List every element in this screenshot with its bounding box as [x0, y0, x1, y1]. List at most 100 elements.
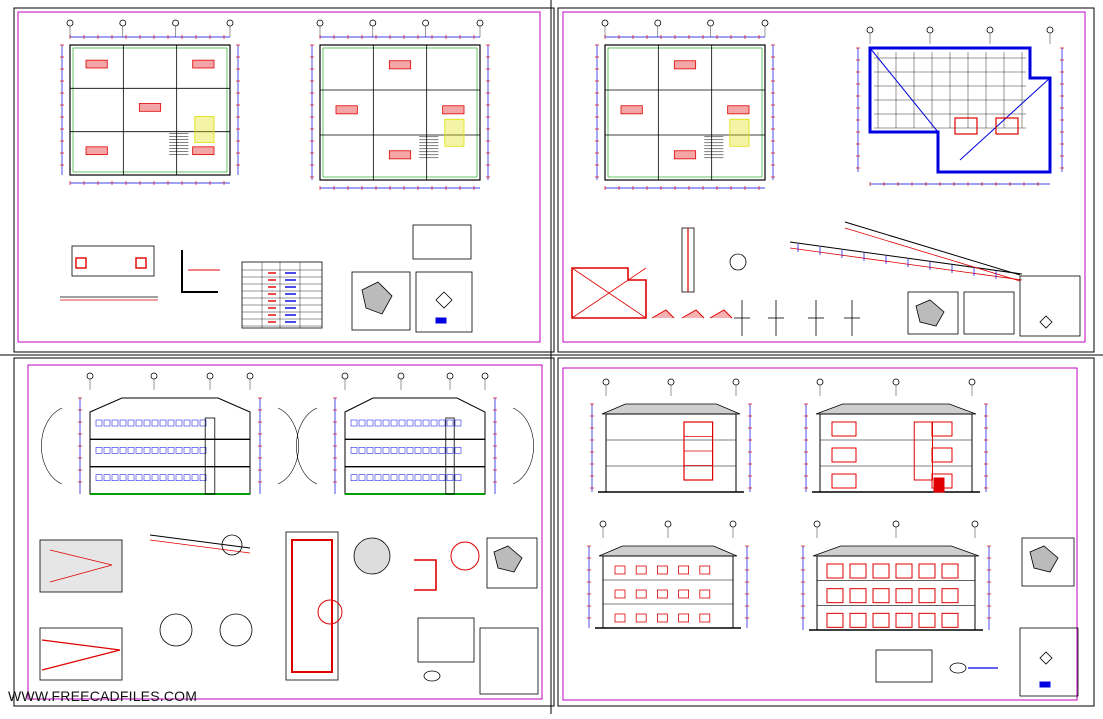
window-grid [390, 474, 398, 481]
connection-detail [709, 309, 733, 319]
stair-section [291, 539, 333, 673]
window-grid [398, 419, 406, 427]
symbol [423, 670, 441, 682]
furniture-block [727, 105, 750, 115]
window [941, 563, 959, 579]
grid-bubble [316, 19, 324, 27]
window-grid [430, 447, 438, 454]
location-map-shape [915, 299, 945, 327]
window [895, 563, 913, 579]
window-grid [358, 419, 366, 427]
detail-circle [219, 613, 253, 647]
window-grid [135, 419, 143, 427]
grid-bubble [986, 26, 994, 34]
window-grid [438, 419, 446, 427]
window-grid [127, 447, 135, 454]
window [657, 589, 668, 599]
detail-circle [317, 599, 343, 625]
window-grid [183, 447, 191, 454]
window [635, 613, 647, 623]
window-grid [111, 447, 119, 454]
grid-bubble [654, 19, 662, 27]
legend-box [1019, 275, 1081, 337]
window-grid [350, 474, 358, 481]
window [699, 589, 711, 599]
grid-bubble [664, 520, 672, 528]
window-grid [143, 419, 151, 427]
window-grid [406, 474, 414, 481]
toilet-area [729, 118, 750, 147]
window-grid [119, 474, 127, 481]
legend-box [1019, 627, 1079, 697]
window-grid [374, 419, 382, 427]
window [849, 588, 867, 604]
section-outline [89, 397, 251, 495]
detail-circle [221, 534, 243, 556]
window-grid [422, 447, 430, 454]
sheet-frame [557, 7, 1095, 353]
grid-bubble [397, 372, 405, 380]
location-map-shape [361, 281, 393, 315]
window [831, 421, 857, 437]
window [931, 421, 953, 437]
sheet-border [17, 11, 541, 343]
grid-bubble [667, 378, 675, 386]
connection-detail [681, 309, 705, 319]
window-grid [406, 419, 414, 427]
detail-corner [181, 250, 218, 293]
schedule-table [241, 261, 323, 329]
sheet-border [562, 11, 1086, 343]
plan-outline [319, 44, 481, 181]
grid-bubble [601, 19, 609, 27]
grid-bubble [892, 520, 900, 528]
window-grid [159, 474, 167, 481]
floor-plan [310, 19, 490, 190]
roof-elevation [812, 545, 980, 557]
window [872, 612, 890, 628]
notes-box [875, 649, 933, 683]
legend-box [415, 271, 473, 333]
window-grid [103, 419, 111, 427]
window-grid [143, 447, 151, 454]
window [941, 588, 959, 604]
window-grid [454, 419, 462, 427]
window-grid [390, 419, 398, 427]
furniture-block [192, 146, 215, 156]
window [895, 612, 913, 628]
window-grid [446, 474, 454, 481]
grid-bubble [813, 520, 821, 528]
window-grid [414, 419, 422, 427]
window-grid [167, 474, 175, 481]
detail-circle [159, 613, 193, 647]
beam-detail [149, 534, 251, 549]
furniture-block [335, 105, 358, 115]
window-grid [119, 447, 127, 454]
plan-wall-inner [72, 47, 228, 173]
detail-footing [71, 245, 155, 277]
window [614, 589, 626, 599]
window [872, 588, 890, 604]
sheet-3 [13, 357, 555, 707]
roof-outline [868, 46, 1052, 174]
window [826, 563, 844, 579]
furniture-block [388, 150, 412, 160]
sheet-2-content [571, 19, 1081, 337]
table-outline [241, 261, 323, 329]
building-section [296, 372, 534, 495]
window-grid [398, 474, 406, 481]
grid-bubble [602, 378, 610, 386]
roof-elevation [815, 403, 977, 415]
window [831, 473, 857, 489]
window [635, 589, 647, 599]
plan-wall-inner [322, 47, 478, 178]
window [614, 613, 626, 623]
scale-bar [435, 317, 447, 324]
grid-bubble [816, 378, 824, 386]
location-map-shape [1029, 545, 1059, 573]
facade [605, 413, 737, 493]
window [918, 612, 936, 628]
window [849, 563, 867, 579]
furniture-block [85, 146, 108, 156]
furniture-block [85, 59, 108, 69]
window-grid [382, 474, 390, 481]
